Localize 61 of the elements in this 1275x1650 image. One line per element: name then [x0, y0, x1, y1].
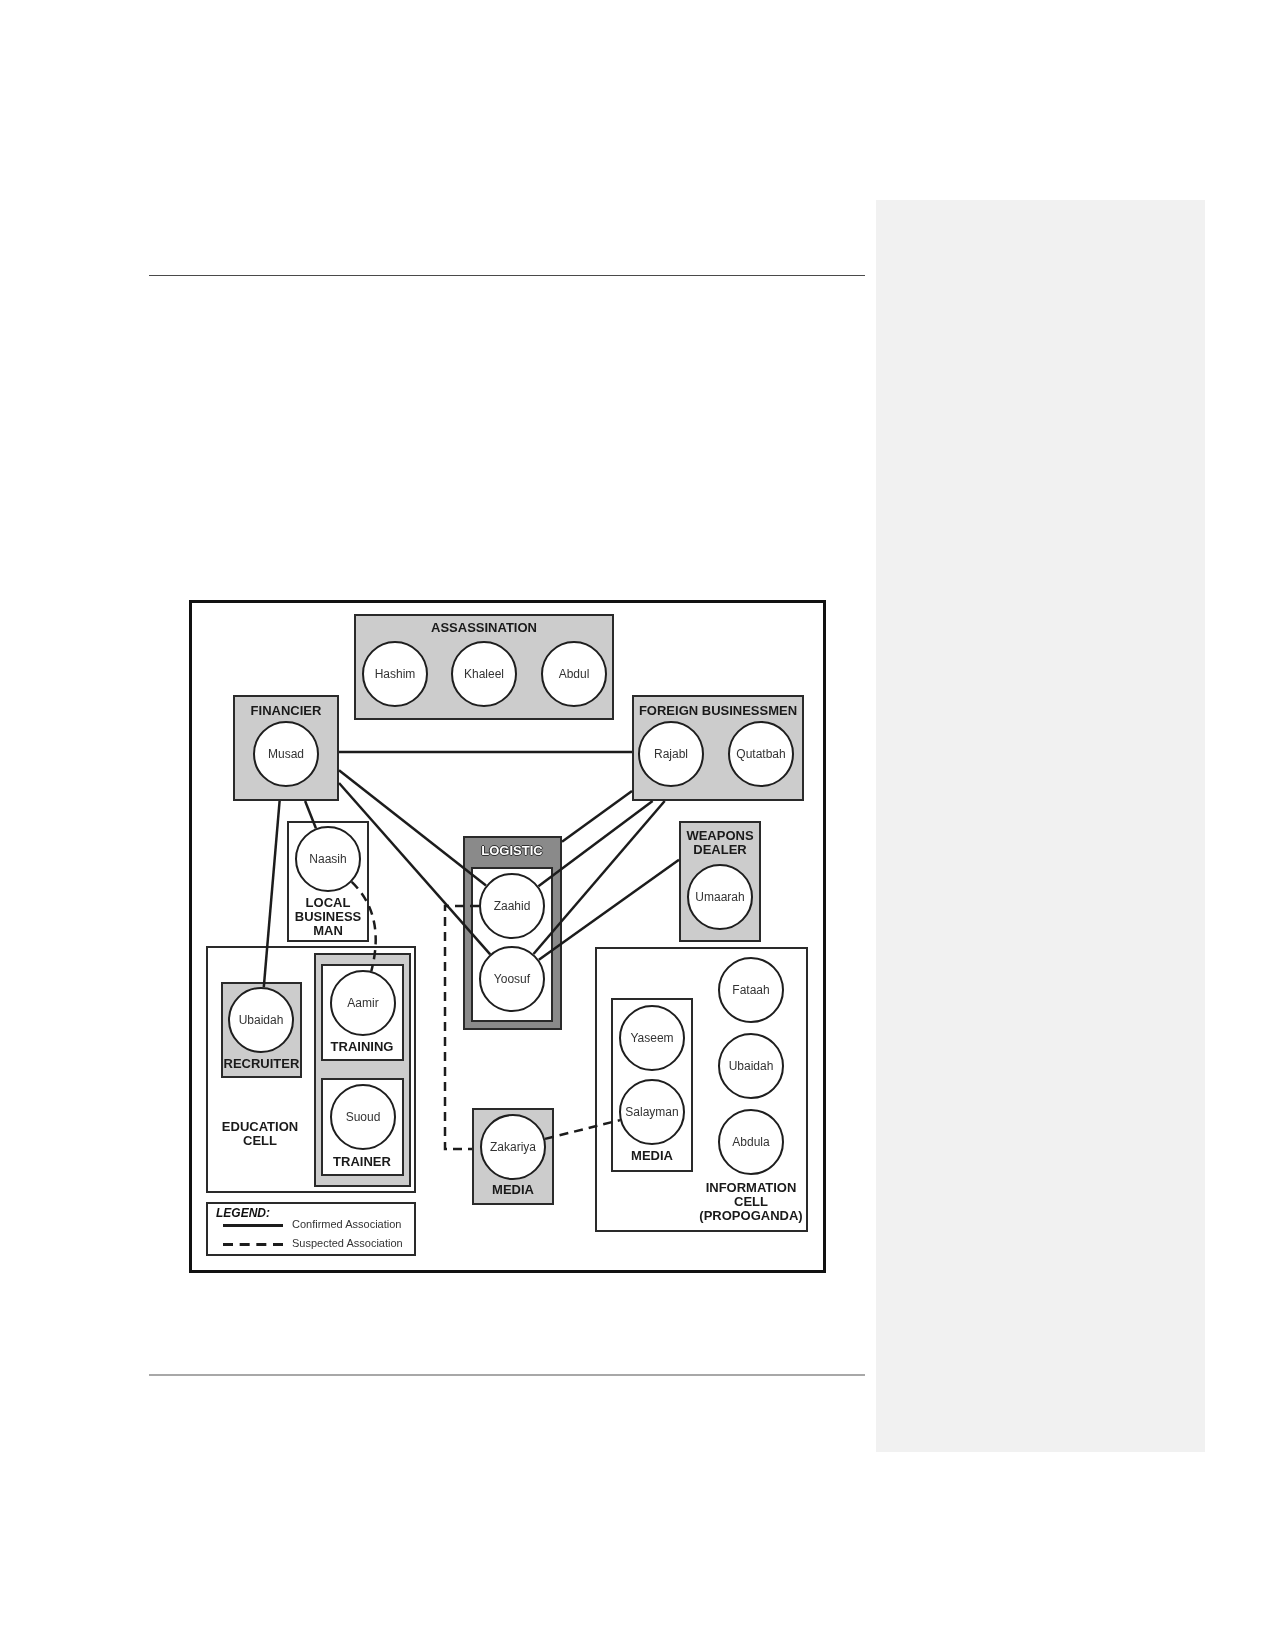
- group-box: [221, 982, 302, 1078]
- container-box: [314, 953, 411, 1187]
- legend-label: Suspected Association: [292, 1237, 403, 1250]
- person-circle: Aamir: [330, 970, 396, 1036]
- group-box: [632, 695, 804, 801]
- person-circle: Qutatbah: [728, 721, 794, 787]
- person-circle: Zakariya: [480, 1114, 546, 1180]
- group-box: [679, 821, 761, 942]
- connector-line: [339, 750, 632, 754]
- person-circle: Naasih: [295, 826, 361, 892]
- group-box: [611, 998, 693, 1172]
- group-title: RECRUITER: [223, 1057, 299, 1071]
- connector-line: [262, 800, 281, 988]
- group-title: ASSASSINATION: [431, 621, 537, 635]
- group-box: [233, 695, 339, 801]
- group-box: [472, 1108, 554, 1205]
- person-circle: Abdula: [718, 1109, 784, 1175]
- group-box: [463, 836, 562, 1030]
- person-circle: Umaarah: [687, 864, 753, 930]
- connector-line: [303, 800, 318, 829]
- person-circle: Khaleel: [451, 641, 517, 707]
- group-box: [206, 946, 416, 1193]
- group-title: TRAINER: [333, 1155, 391, 1169]
- connector-line: [338, 769, 487, 887]
- person-circle: Abdul: [541, 641, 607, 707]
- dashed-connector: [443, 904, 479, 1151]
- group-title: LOGISTIC: [481, 844, 543, 858]
- connector-line: [532, 800, 666, 955]
- dashed-connector: [544, 1118, 621, 1141]
- group-title: LOCAL BUSINESS MAN: [293, 896, 363, 938]
- person-circle: Musad: [253, 721, 319, 787]
- legend-title: LEGEND:: [216, 1206, 270, 1220]
- container-box: [471, 867, 553, 1022]
- person-circle: Salayman: [619, 1079, 685, 1145]
- group-title: FOREIGN BUSINESSMEN: [638, 704, 798, 718]
- group-title: EDUCATION CELL: [220, 1120, 300, 1148]
- group-title: MEDIA: [492, 1183, 534, 1197]
- group-box: [321, 1078, 404, 1176]
- person-circle: Zaahid: [479, 873, 545, 939]
- connector-line: [338, 782, 492, 956]
- person-circle: Rajabl: [638, 721, 704, 787]
- person-circle: Hashim: [362, 641, 428, 707]
- legend-label: Confirmed Association: [292, 1218, 402, 1231]
- group-title: INFORMATION CELL (PROPOGANDA): [698, 1181, 804, 1223]
- group-box: [354, 614, 614, 720]
- connector-line: [538, 858, 680, 961]
- group-title: MEDIA: [631, 1149, 673, 1163]
- person-circle: Ubaidah: [718, 1033, 784, 1099]
- connector-line: [561, 790, 633, 843]
- group-box: [595, 947, 808, 1232]
- group-title: WEAPONS DEALER: [685, 829, 755, 857]
- group-box: [321, 964, 404, 1061]
- person-circle: Fataah: [718, 957, 784, 1023]
- group-title: FINANCIER: [250, 704, 322, 718]
- person-circle: Yaseem: [619, 1005, 685, 1071]
- person-circle: Suoud: [330, 1084, 396, 1150]
- person-circle: Ubaidah: [228, 987, 294, 1053]
- group-box: [287, 821, 369, 942]
- person-circle: Yoosuf: [479, 946, 545, 1012]
- group-title: TRAINING: [330, 1040, 394, 1054]
- connector-line: [537, 800, 654, 888]
